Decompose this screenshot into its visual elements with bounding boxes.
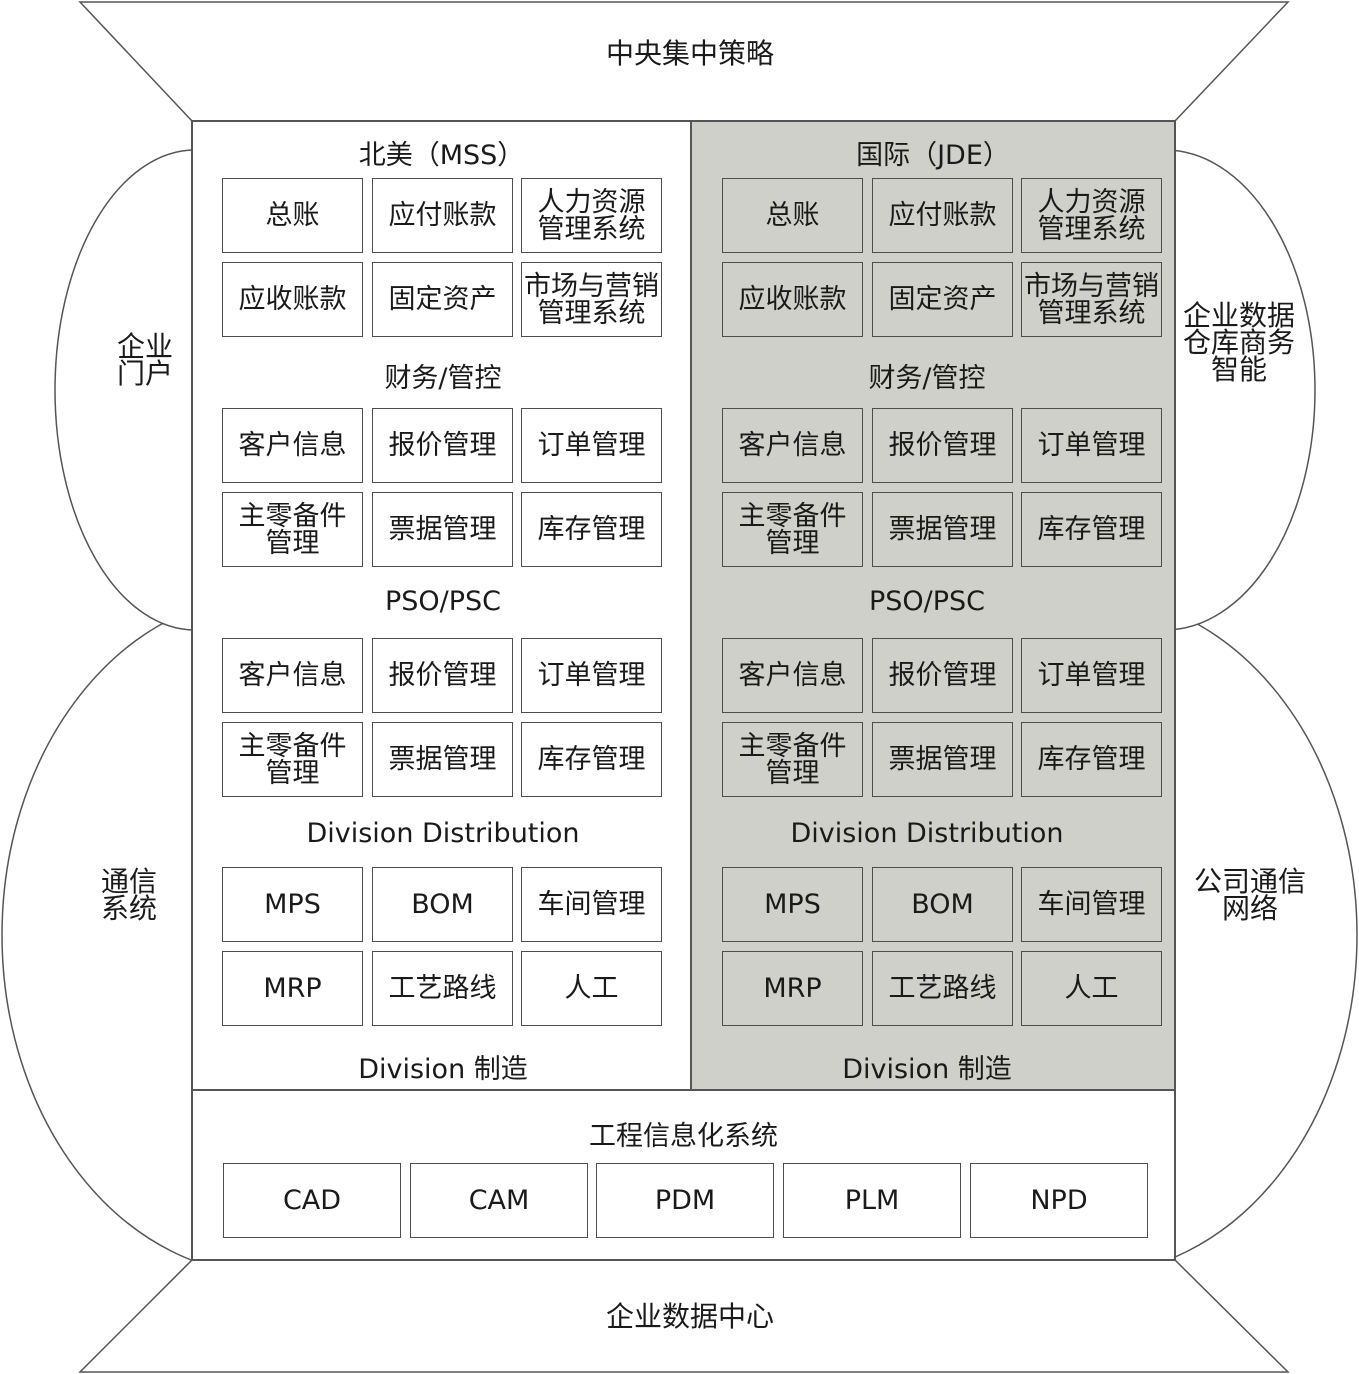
module-box: 固定资产 bbox=[872, 262, 1013, 337]
engineering-box-npd: NPD bbox=[970, 1163, 1148, 1238]
left-upper-label: 企业 门户 bbox=[116, 330, 173, 390]
left-lower-label: 通信 系统 bbox=[100, 865, 157, 925]
engineering-title: 工程信息化系统 bbox=[589, 1121, 778, 1152]
panel-title: 国际（JDE） bbox=[856, 140, 1010, 171]
section-caption: PSO/PSC bbox=[384, 586, 502, 617]
right-upper-label: 企业数据 仓库商务 智能 bbox=[1182, 299, 1295, 386]
bottom-label: 企业数据中心 bbox=[605, 1300, 774, 1333]
module-box: 库存管理 bbox=[1021, 492, 1162, 567]
section-caption: Division Distribution bbox=[790, 818, 1064, 849]
section-caption: Division Distribution bbox=[306, 818, 580, 849]
module-box: 客户信息 bbox=[722, 408, 863, 483]
module-box: BOM bbox=[872, 867, 1013, 942]
module-box: 应付账款 bbox=[872, 178, 1013, 253]
module-box: MRP bbox=[222, 951, 363, 1026]
mss-panel: 北美（MSS） 总账应付账款人力资源 管理系统应收账款固定资产市场与营销 管理系… bbox=[192, 121, 691, 1090]
module-box: 库存管理 bbox=[1021, 722, 1162, 797]
module-box: 票据管理 bbox=[372, 492, 513, 567]
module-box: 车间管理 bbox=[1021, 867, 1162, 942]
module-box: 应收账款 bbox=[722, 262, 863, 337]
module-box: 主零备件 管理 bbox=[222, 492, 363, 567]
module-box: MRP bbox=[722, 951, 863, 1026]
section-caption: PSO/PSC bbox=[868, 586, 986, 617]
module-box: 应收账款 bbox=[222, 262, 363, 337]
module-box: 票据管理 bbox=[872, 492, 1013, 567]
section-caption: 财务/管控 bbox=[868, 363, 986, 394]
module-box: 应付账款 bbox=[372, 178, 513, 253]
top-label: 中央集中策略 bbox=[605, 37, 774, 70]
section-caption: Division 制造 bbox=[842, 1054, 1012, 1085]
module-box: 库存管理 bbox=[521, 722, 662, 797]
module-box: MPS bbox=[222, 867, 363, 942]
section-caption: Division 制造 bbox=[358, 1054, 528, 1085]
module-box: 客户信息 bbox=[222, 408, 363, 483]
module-box: 票据管理 bbox=[872, 722, 1013, 797]
module-box: 主零备件 管理 bbox=[722, 492, 863, 567]
module-box: 订单管理 bbox=[1021, 638, 1162, 713]
section-caption: 财务/管控 bbox=[384, 363, 502, 394]
module-box: 客户信息 bbox=[222, 638, 363, 713]
module-box: 订单管理 bbox=[521, 408, 662, 483]
engineering-box-cam: CAM bbox=[410, 1163, 588, 1238]
module-box: 库存管理 bbox=[521, 492, 662, 567]
module-box: 工艺路线 bbox=[872, 951, 1013, 1026]
module-box: 人力资源 管理系统 bbox=[521, 178, 662, 253]
engineering-box-pdm: PDM bbox=[596, 1163, 774, 1238]
module-box: 订单管理 bbox=[521, 638, 662, 713]
panel-title: 北美（MSS） bbox=[358, 140, 525, 171]
jde-panel: 国际（JDE） 总账应付账款人力资源 管理系统应收账款固定资产市场与营销 管理系… bbox=[691, 121, 1175, 1090]
module-box: 市场与营销 管理系统 bbox=[521, 262, 662, 337]
module-box: 人工 bbox=[521, 951, 662, 1026]
module-box: 总账 bbox=[722, 178, 863, 253]
module-box: 票据管理 bbox=[372, 722, 513, 797]
module-box: 主零备件 管理 bbox=[222, 722, 363, 797]
module-box: 报价管理 bbox=[372, 408, 513, 483]
module-box: BOM bbox=[372, 867, 513, 942]
module-box: 订单管理 bbox=[1021, 408, 1162, 483]
module-box: MPS bbox=[722, 867, 863, 942]
module-box: 人工 bbox=[1021, 951, 1162, 1026]
right-lower-label: 公司通信 网络 bbox=[1193, 865, 1306, 925]
engineering-box-cad: CAD bbox=[223, 1163, 401, 1238]
module-box: 工艺路线 bbox=[372, 951, 513, 1026]
module-box: 主零备件 管理 bbox=[722, 722, 863, 797]
module-box: 客户信息 bbox=[722, 638, 863, 713]
module-box: 车间管理 bbox=[521, 867, 662, 942]
module-box: 报价管理 bbox=[872, 638, 1013, 713]
engineering-box-plm: PLM bbox=[783, 1163, 961, 1238]
module-box: 人力资源 管理系统 bbox=[1021, 178, 1162, 253]
jde-panel-fill bbox=[690, 120, 1176, 1091]
module-box: 报价管理 bbox=[372, 638, 513, 713]
module-box: 市场与营销 管理系统 bbox=[1021, 262, 1162, 337]
module-box: 固定资产 bbox=[372, 262, 513, 337]
module-box: 总账 bbox=[222, 178, 363, 253]
module-box: 报价管理 bbox=[872, 408, 1013, 483]
